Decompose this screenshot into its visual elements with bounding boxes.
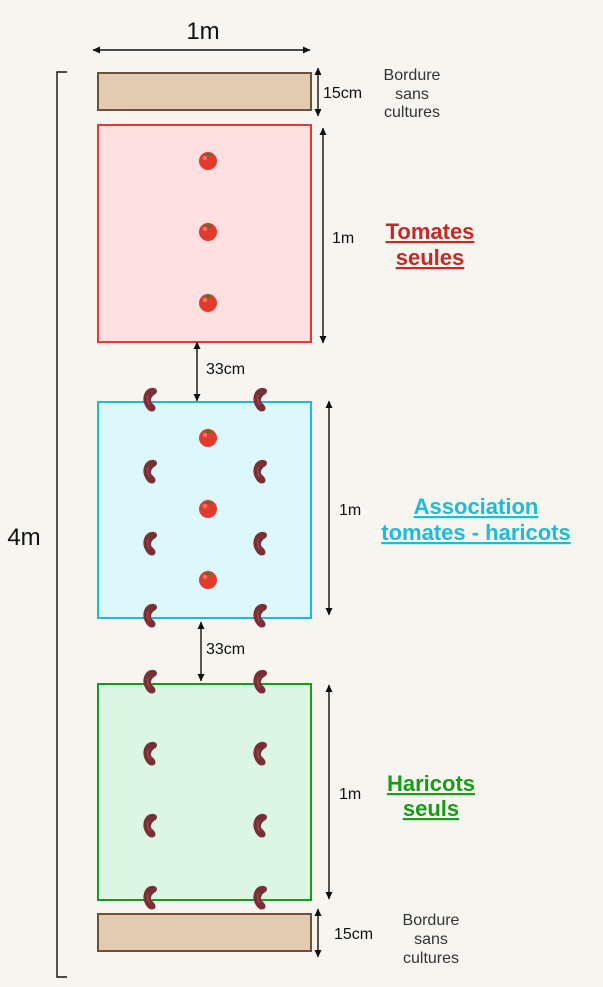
zone-association-title-line-1: Association [414,494,539,519]
zone-beans-title-line-1: Haricots [387,771,475,796]
total-height-label: 4m [7,524,40,551]
bottom-border-note-line-2: sans [414,931,448,948]
bottom-border-note-line-3: cultures [403,950,459,967]
zone-beans-size-label: 1m [339,786,361,803]
gap-2-label: 33cm [206,641,245,658]
zone-tomatoes-title-line-2: seules [396,245,465,270]
top-border-strip [97,72,312,111]
gap-1-label: 33cm [206,361,245,378]
top-border-size-label: 15cm [323,85,362,102]
zone-association-size-label: 1m [339,502,361,519]
zone-beans-title-line-2: seuls [403,796,459,821]
zone-beans [97,683,312,901]
zone-tomatoes-title-line-1: Tomates [386,219,475,244]
top-border-note-line-2: sans [395,86,429,103]
bottom-border-note-line-1: Bordure [403,912,460,929]
top-border-note-line-1: Bordure [384,67,441,84]
zone-association-title-line-2: tomates - haricots [381,520,571,545]
zone-tomatoes-size-label: 1m [332,230,354,247]
total-height-bracket [56,71,67,978]
bottom-border-strip [97,913,312,952]
top-width-label: 1m [186,18,219,45]
bottom-border-size-label: 15cm [334,926,373,943]
top-border-note-line-3: cultures [384,104,440,121]
